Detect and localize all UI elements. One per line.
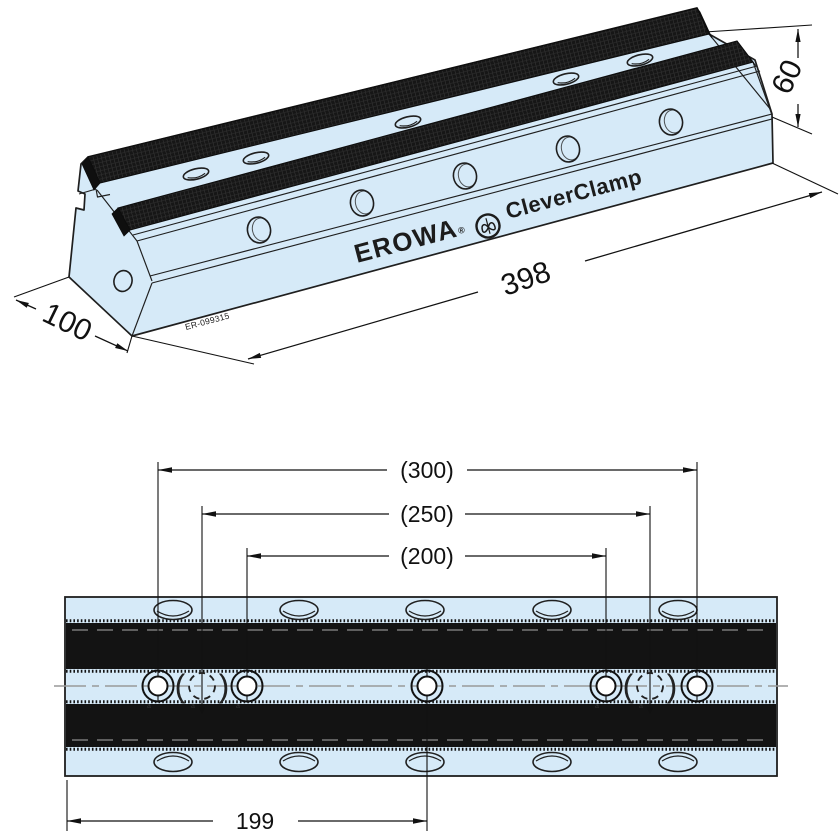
paren-close: ): [219, 668, 230, 704]
paren-open: (: [623, 668, 634, 704]
arrowhead: [67, 818, 81, 824]
extension-line: [771, 162, 839, 195]
extension-line: [126, 335, 133, 354]
arrowhead: [636, 511, 650, 517]
surface-mark: a: [191, 703, 195, 710]
slot-oval: [279, 599, 319, 621]
channel-hole: [394, 115, 422, 129]
arrowhead: [808, 192, 822, 199]
registered-mark: ®: [457, 224, 466, 235]
dimension-text: 398: [497, 255, 555, 303]
channel-hole: [182, 167, 210, 181]
dim-200: (200): [247, 543, 606, 569]
channel-hole: [242, 151, 270, 165]
slot-ovals-top: [153, 599, 698, 621]
slot-oval: [153, 751, 193, 773]
side-face-holes: [246, 108, 684, 244]
arrowhead: [683, 467, 697, 473]
clamp-strip-bottom: [66, 700, 776, 751]
dim-199: 199: [67, 808, 427, 834]
slot-oval: [532, 599, 572, 621]
extension-line: [771, 116, 813, 135]
surface-mark: a: [236, 703, 240, 710]
rail-edge-lines: [78, 33, 773, 337]
slot-ovals-bottom: [153, 751, 698, 773]
arrowhead: [795, 29, 801, 42]
mounting-hole: [589, 669, 623, 703]
iso-view: EROWA ® CleverClamp ER-099315 398: [13, 7, 839, 365]
far-grip-strip: [81, 7, 713, 191]
rail-body: [68, 7, 774, 337]
channel-hole: [626, 53, 654, 67]
arrowhead: [413, 818, 427, 824]
optional-hole-left: ( ): [175, 668, 230, 714]
end-face-hole: [113, 269, 133, 293]
arrowhead: [16, 300, 29, 308]
mounting-hole: [410, 669, 444, 703]
dim-250: (250): [202, 501, 650, 527]
slot-oval: [532, 751, 572, 773]
surface-marks: a a a a a: [147, 703, 643, 710]
dimension-line: [247, 191, 823, 360]
channel-hole: [552, 72, 580, 86]
dimension-text: (200): [400, 543, 454, 569]
arrowhead: [592, 553, 606, 559]
side-hole: [658, 108, 684, 136]
dimension-text: 199: [236, 808, 274, 834]
arrowhead: [247, 553, 261, 559]
dim-300: (300): [158, 457, 697, 483]
dimension-text: 100: [37, 297, 96, 349]
dimension-text: 60: [765, 55, 809, 99]
side-hole: [555, 135, 581, 163]
arrowhead: [198, 707, 206, 714]
slot-oval: [658, 599, 698, 621]
clamp-strip-top: [66, 619, 776, 673]
dimension-text: (300): [400, 457, 454, 483]
channel-holes: [182, 53, 654, 181]
mounting-hole: [141, 669, 175, 703]
slot-oval: [153, 599, 193, 621]
slot-oval: [658, 751, 698, 773]
mounting-hole: [680, 669, 714, 703]
near-grip-strip: [111, 40, 757, 237]
side-hole: [349, 189, 375, 217]
side-hole: [452, 162, 478, 190]
arrowhead: [158, 467, 172, 473]
paren-open: (: [175, 668, 186, 704]
arrowhead: [115, 343, 128, 351]
slot-oval: [405, 751, 445, 773]
slot-oval: [279, 751, 319, 773]
dimension-text: (250): [400, 501, 454, 527]
optional-hole-right: ( ): [623, 668, 678, 714]
erowa-logo-icon: [475, 213, 501, 239]
extension-line: [131, 335, 255, 365]
mounting-hole: [230, 669, 264, 703]
surface-mark: a: [595, 703, 599, 710]
arrowhead: [795, 114, 801, 127]
paren-close: ): [667, 668, 678, 704]
plan-view: ( ) ( ) a a a a a (300) (25: [54, 457, 788, 834]
arrowhead: [646, 707, 654, 714]
surface-mark: a: [639, 703, 643, 710]
extension-line: [13, 276, 70, 298]
extension-line: [704, 24, 813, 33]
mounting-holes: [141, 669, 714, 703]
slot-oval: [405, 599, 445, 621]
arrowhead: [248, 352, 262, 359]
surface-mark: a: [147, 703, 151, 710]
side-hole: [246, 216, 272, 244]
arrowhead: [202, 511, 216, 517]
